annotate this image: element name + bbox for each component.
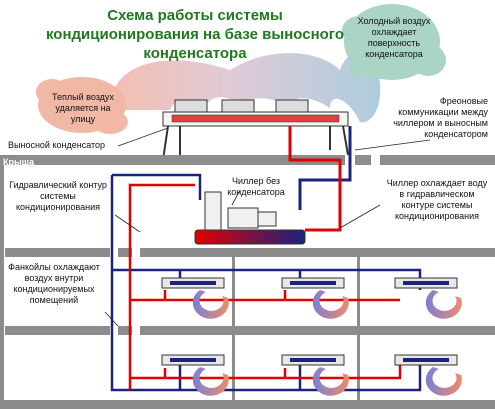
warm-air-cloud xyxy=(36,77,128,134)
fancoil-1 xyxy=(161,277,229,319)
air-flow-plume xyxy=(110,53,381,123)
fancoil-6 xyxy=(394,354,462,396)
chiller-cools-label: Чиллер охлаждает воду в гидравлическом к… xyxy=(386,178,488,221)
hydraulic-return-line xyxy=(128,183,402,390)
fancoil-5 xyxy=(281,354,349,396)
cold-air-label: Холодный воздух охлаждает поверхность ко… xyxy=(357,16,431,59)
hydraulic-supply-line xyxy=(110,173,422,392)
remote-condenser-label: Выносной конденсатор xyxy=(8,140,106,150)
fancoil-units xyxy=(161,277,462,396)
chiller-label: Чиллер без конденсатора xyxy=(227,176,285,197)
fancoil-4 xyxy=(161,354,229,396)
roof-label: Крыша xyxy=(3,157,35,167)
freon-lines xyxy=(288,126,352,232)
fancoils-label: Фанкойлы охлаждают воздух внутри кондици… xyxy=(8,262,100,305)
diagram-title: Схема работы системы кондиционирования н… xyxy=(45,7,344,62)
building xyxy=(0,155,495,409)
fancoil-3 xyxy=(394,277,462,319)
freon-lines-label: Фреоновые коммуникации между чиллером и … xyxy=(393,96,488,139)
hydraulic-circuit-label: Гидравлический контур системы кондициони… xyxy=(9,180,107,212)
remote-condenser xyxy=(162,99,349,161)
fancoil-2 xyxy=(281,277,349,319)
leader-lines xyxy=(104,127,431,327)
cold-air-cloud xyxy=(342,4,446,80)
chiller-unit xyxy=(194,191,306,245)
warm-air-label: Теплый воздух удаляется на улицу xyxy=(52,92,114,124)
